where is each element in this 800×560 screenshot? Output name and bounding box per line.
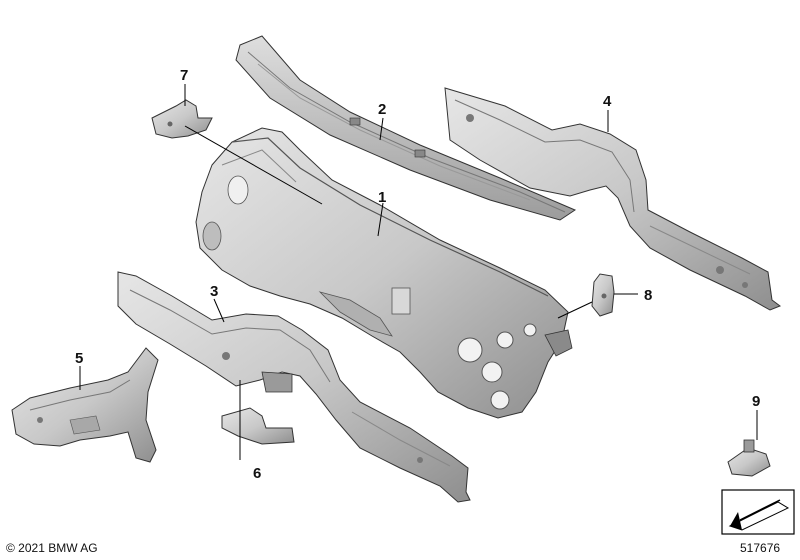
callout-5: 5 <box>75 350 83 367</box>
part-3-drawing <box>117 271 471 503</box>
leader-8b <box>557 301 593 319</box>
part-9-drawing <box>727 439 771 477</box>
orientation-arrow-icon <box>721 489 795 535</box>
part-5-drawing <box>11 347 159 463</box>
copyright-text: © 2021 BMW AG <box>6 541 98 555</box>
part-1-drawing <box>195 127 573 419</box>
callout-4: 4 <box>603 93 612 110</box>
callout-6: 6 <box>253 465 261 482</box>
leader-3 <box>213 298 225 323</box>
callout-2: 2 <box>378 101 386 118</box>
leader-1 <box>377 202 384 237</box>
callout-8: 8 <box>644 287 652 304</box>
callout-7: 7 <box>180 67 188 84</box>
callout-9: 9 <box>752 393 760 410</box>
callout-1: 1 <box>378 189 386 206</box>
part-2-drawing <box>235 35 577 221</box>
part-4-drawing <box>444 87 782 311</box>
part-6-drawing <box>221 407 295 445</box>
document-number: 517676 <box>740 541 781 555</box>
leader-lines <box>79 84 758 460</box>
callout-3: 3 <box>210 283 218 300</box>
part-7-drawing <box>151 99 213 139</box>
leader-7-long <box>184 125 323 205</box>
leader-2 <box>379 117 384 141</box>
part-8-drawing <box>591 273 615 317</box>
